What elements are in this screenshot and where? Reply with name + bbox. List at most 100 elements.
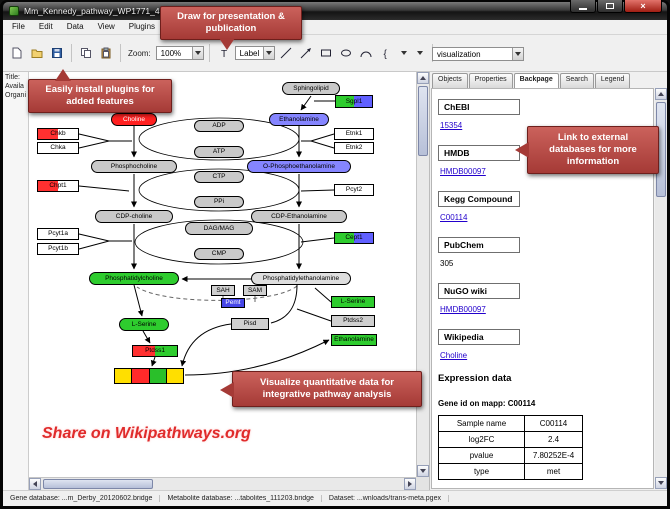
menu-plugins[interactable]: Plugins [128, 22, 156, 31]
copy-button[interactable] [77, 44, 95, 62]
pathway-node[interactable]: Chkb [37, 128, 79, 140]
pathway-node[interactable]: Cept1 [334, 232, 374, 244]
scroll-down-icon[interactable] [417, 465, 429, 477]
scroll-right-icon[interactable] [404, 478, 416, 490]
pathway-node[interactable]: Etnk1 [334, 128, 374, 140]
tab-backpage[interactable]: Backpage [513, 73, 559, 88]
arrow-tool-button[interactable] [297, 44, 315, 62]
backpage-link[interactable]: Choline [440, 351, 468, 360]
pathway-node[interactable]: Sphingolipid [282, 82, 340, 95]
scroll-up-icon[interactable] [417, 72, 429, 84]
shapes-dropdown-button[interactable] [397, 44, 411, 62]
horizontal-scroll-thumb[interactable] [43, 479, 153, 489]
pathway-node[interactable]: Sgpl1 [335, 95, 373, 108]
pathway-node[interactable]: Chka [37, 142, 79, 154]
pathway-node[interactable]: SAM [243, 285, 267, 296]
backpage-link[interactable]: HMDB00097 [440, 305, 486, 314]
pathway-node[interactable]: CDP-Ethanolamine [251, 210, 347, 223]
tab-legend[interactable]: Legend [594, 73, 631, 88]
zoom-dropdown-icon[interactable] [191, 47, 203, 59]
pathway-node[interactable]: ADP [194, 120, 244, 132]
callout-pointer-icon [219, 38, 235, 50]
pathway-node[interactable]: Pcyt2 [334, 184, 374, 196]
pathway-node[interactable]: Pcyt1a [37, 228, 79, 240]
backpage-link[interactable]: 15354 [440, 121, 463, 130]
menu-edit[interactable]: Edit [38, 22, 53, 31]
paste-button[interactable] [97, 44, 115, 62]
pathway-node[interactable]: Ptdss2 [331, 315, 375, 327]
backpage-link[interactable]: HMDB00097 [440, 167, 486, 176]
scroll-up-icon[interactable] [655, 88, 667, 100]
arc-tool-button[interactable] [357, 44, 375, 62]
label-dropdown-icon[interactable] [262, 47, 274, 59]
toolbar: Zoom: 100% T Label { visualiz [3, 35, 667, 72]
pathway-node[interactable]: Pcyt1b [37, 243, 79, 255]
visualization-combobox[interactable]: visualization [432, 47, 524, 61]
pathway-node[interactable]: PPi [194, 196, 244, 208]
title-bar[interactable]: Mm_Kennedy_pathway_WP1771_45176.gpml [3, 2, 667, 20]
pathway-node[interactable]: Phosphocholine [91, 160, 177, 173]
scroll-down-icon[interactable] [655, 477, 667, 489]
rect-tool-button[interactable] [317, 44, 335, 62]
pathway-node[interactable]: CMP [194, 248, 244, 260]
pathway-node[interactable]: L-Serine [119, 318, 169, 331]
pathway-node[interactable]: CDP-choline [95, 210, 173, 223]
vertical-scroll-thumb[interactable] [418, 86, 428, 156]
expression-data-node[interactable] [114, 368, 184, 384]
close-button[interactable]: × [624, 0, 662, 13]
pathway-node[interactable]: Phosphatidylcholine [89, 272, 179, 285]
connectors-dropdown-button[interactable] [413, 44, 427, 62]
line-tool-button[interactable] [277, 44, 295, 62]
pathway-node[interactable]: CTP [194, 171, 244, 183]
pathway-node[interactable]: Chpt1 [37, 180, 79, 192]
pathway-node[interactable]: Ptdss1 [132, 345, 178, 357]
pathway-node[interactable]: Pemt [221, 298, 245, 308]
menu-view[interactable]: View [97, 22, 115, 31]
expression-sample-cell [166, 369, 183, 383]
new-file-button[interactable] [8, 44, 26, 62]
zoom-value: 100% [160, 48, 182, 58]
canvas-vertical-scrollbar[interactable] [416, 72, 429, 477]
backpage-link[interactable]: C00114 [440, 213, 468, 222]
tab-properties[interactable]: Properties [468, 73, 513, 88]
sidebar-scrollbar[interactable] [655, 88, 667, 489]
callout-pointer-icon [55, 69, 71, 81]
menu-file[interactable]: File [12, 22, 25, 31]
pathway-node[interactable]: SAH [211, 285, 235, 296]
menu-data[interactable]: Data [66, 22, 84, 31]
scroll-left-icon[interactable] [29, 478, 41, 490]
open-file-button[interactable] [28, 44, 46, 62]
new-file-icon [12, 47, 22, 59]
pathway-node[interactable]: O-Phosphoethanolamine [247, 160, 351, 173]
expression-data-title: Expression data [438, 373, 512, 384]
copy-icon [81, 48, 91, 58]
brace-tool-button[interactable]: { [377, 44, 395, 62]
minimize-button[interactable] [570, 0, 596, 13]
text-tool-button[interactable]: T [215, 44, 233, 62]
backpage-section-header: Wikipedia [438, 329, 520, 345]
canvas-horizontal-scrollbar[interactable] [29, 477, 416, 490]
pathway-node[interactable]: L-Serine [331, 296, 375, 308]
label-tool-dropdown[interactable]: Label [234, 46, 275, 60]
pathway-node[interactable]: Etnk2 [334, 142, 374, 154]
maximize-button[interactable] [597, 0, 623, 13]
pathway-node[interactable]: Ethanolamine [269, 113, 329, 126]
tab-objects[interactable]: Objects [432, 73, 468, 88]
visualization-dropdown-icon[interactable] [512, 48, 523, 60]
pathway-node[interactable]: Choline [111, 113, 157, 126]
ellipse-tool-button[interactable] [337, 44, 355, 62]
save-button[interactable] [48, 44, 66, 62]
pathway-node[interactable]: ATP [194, 146, 244, 158]
zoom-combobox[interactable]: 100% [155, 46, 204, 60]
pathway-edges [78, 95, 335, 376]
pathway-node[interactable]: Phosphatidylethanolamine [251, 272, 351, 285]
pathway-node[interactable]: DAG/MAG [185, 222, 253, 235]
tab-search[interactable]: Search [559, 73, 594, 88]
pathway-node[interactable]: Ethanolamine [331, 334, 377, 346]
pathway-node[interactable]: Pisd [231, 318, 269, 330]
